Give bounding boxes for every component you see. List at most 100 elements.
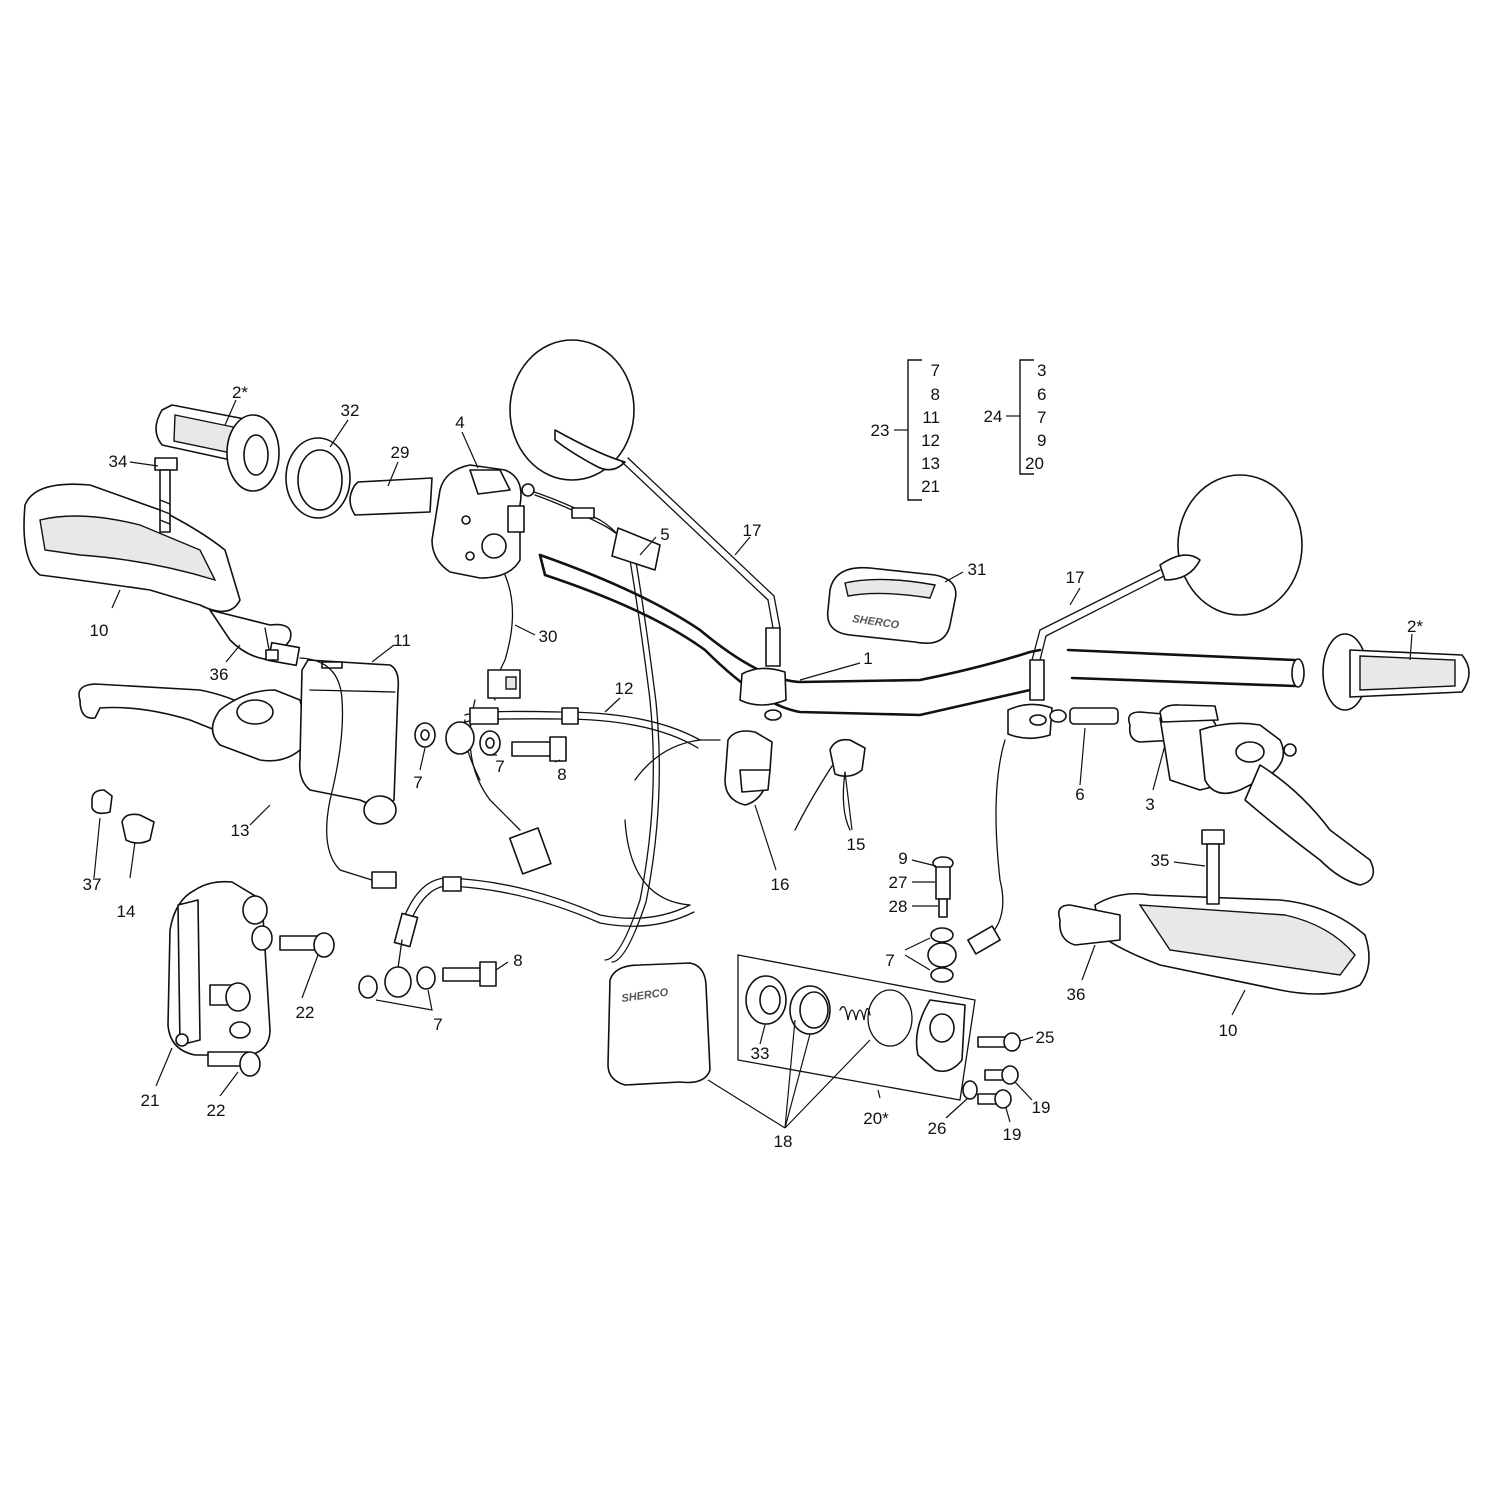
label-31: 31 [968,560,987,579]
label-32: 32 [341,401,360,420]
bleeder-assembly [932,856,954,918]
parts-bag: SHERCO [607,962,711,1086]
label-5: 5 [660,525,669,544]
o-ring [867,989,913,1047]
label-10-right: 10 [1219,1021,1238,1040]
label-24: 24 [984,407,1003,426]
piston-33 [745,975,787,1025]
label-27: 27 [889,873,908,892]
label-12: 12 [615,679,634,698]
brake-switch-13 [265,641,397,889]
kit23-item: 7 [931,361,940,380]
right-handguard [1057,892,1370,995]
rear-washer-bottom [930,967,954,983]
switch-wire [469,574,552,875]
label-36-right: 36 [1067,985,1086,1004]
kill-switch-15 [794,738,866,831]
label-13: 13 [231,821,250,840]
label-3: 3 [1145,795,1154,814]
kit-23-list: 7 8 11 12 13 21 [921,361,940,496]
cable-routing [624,739,701,906]
bracket-23 [907,359,922,501]
label-25: 25 [1036,1028,1055,1047]
label-4: 4 [455,413,464,432]
label-8-b: 8 [513,951,522,970]
handlebar [538,553,1305,717]
kit24-item: 3 [1037,361,1046,380]
banjo-lower [384,966,412,998]
part-labels: 1 2* 2* 3 4 5 6 7 7 7 7 8 8 9 10 10 11 1… [83,383,1424,1151]
washer-7-lower-right [416,966,436,990]
kit23-item: 21 [921,477,940,496]
brake-caliper [167,880,273,1056]
fitting-6 [1049,707,1119,725]
label-7-a: 7 [413,773,422,792]
label-28: 28 [889,897,908,916]
label-33: 33 [751,1044,770,1063]
rear-master-cylinder [1127,704,1375,886]
handguard-bolt-35 [1201,829,1225,905]
caliper-bolt-22-upper [279,932,335,958]
bolt-19-lower [977,1089,1012,1109]
rear-banjo [927,942,957,968]
kit24-item: 9 [1037,431,1046,450]
rear-brake-hose [984,739,1006,941]
label-26: 26 [928,1119,947,1138]
kit24-item: 20 [1025,454,1044,473]
label-1: 1 [863,649,872,668]
label-2-left: 2* [232,383,248,402]
label-19-b: 19 [1003,1125,1022,1144]
label-35: 35 [1151,851,1170,870]
left-handguard [23,483,292,661]
handguard-bolt-34 [154,457,178,533]
label-6: 6 [1075,785,1084,804]
kit24-item: 7 [1037,408,1046,427]
front-hose-lower [393,876,695,969]
kit23-item: 13 [921,454,940,473]
bolt-25 [977,1032,1021,1052]
label-34: 34 [109,452,128,471]
label-17-left: 17 [743,521,762,540]
throttle-housing [431,464,525,579]
seal-rings [789,985,831,1035]
kit23-item: 11 [922,408,940,427]
label-9: 9 [898,849,907,868]
label-15: 15 [847,835,866,854]
kit23-item: 8 [931,385,940,404]
label-7-d: 7 [433,1015,442,1034]
clip-14 [121,813,155,844]
caliper-bolt-22-lower [207,1051,261,1077]
left-grip [155,404,280,492]
label-16: 16 [771,875,790,894]
label-17-right: 17 [1066,568,1085,587]
label-7-c: 7 [885,951,894,970]
label-8-a: 8 [557,765,566,784]
kit-24-list: 3 6 7 9 20 [1025,361,1046,473]
banjo-bolt-8-lower [442,961,497,987]
clip-37 [91,789,113,815]
kit24-item: 6 [1037,385,1046,404]
label-14: 14 [117,902,136,921]
label-21: 21 [141,1091,160,1110]
label-30: 30 [539,627,558,646]
label-23: 23 [871,421,890,440]
label-18: 18 [774,1132,793,1151]
label-20: 20* [863,1109,889,1128]
washer-26 [962,1080,978,1100]
label-2-right: 2* [1407,617,1423,636]
label-29: 29 [391,443,410,462]
bracket-24 [1019,359,1034,475]
spring [839,1006,871,1021]
banjo-upper [445,721,475,755]
rear-master-body-20 [915,999,966,1073]
label-36-left: 36 [210,665,229,684]
right-grip [1322,633,1470,711]
label-22-a: 22 [296,1003,315,1022]
banjo-bolt-8-upper [511,736,567,762]
label-37: 37 [83,875,102,894]
kit-20-box [737,954,976,1101]
front-master-cylinder [78,659,400,825]
label-11: 11 [393,631,411,650]
handlebar-pad: SHERCO [826,566,957,644]
